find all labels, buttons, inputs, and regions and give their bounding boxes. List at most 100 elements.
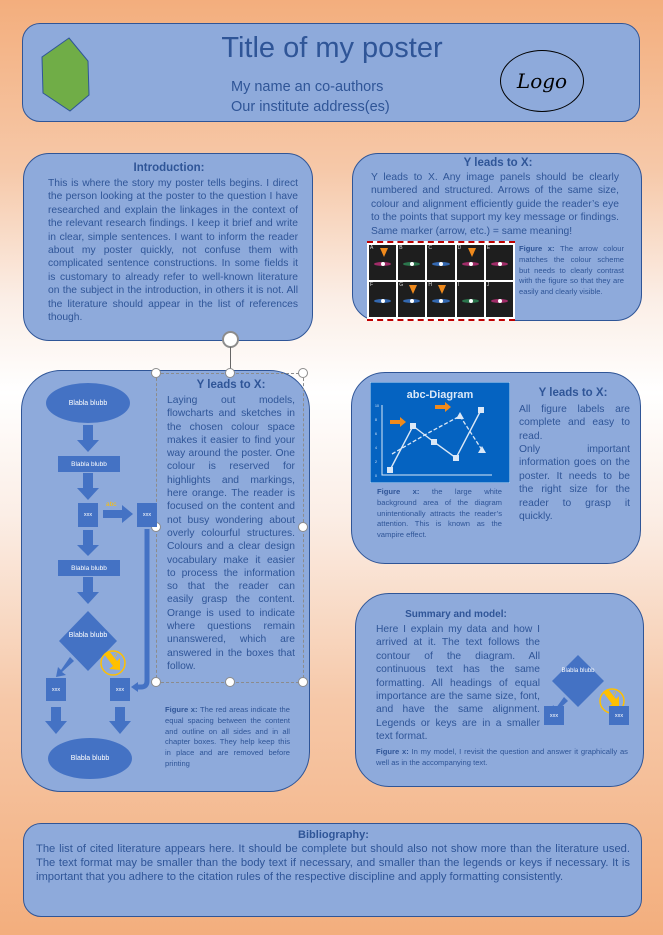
caption-text: The arrow colour matches the colour sche…: [519, 244, 624, 297]
flow-text: Laying out models, flowcharts and sketch…: [167, 395, 295, 672]
diagram-text-1: All figure labels are complete and easy …: [519, 404, 630, 442]
question-circle-icon: [100, 650, 126, 676]
orange-arrow-icon: [438, 285, 447, 294]
resize-handle-mr[interactable]: [298, 522, 308, 532]
arrow-down-icon: [77, 577, 99, 604]
panel-letter: D: [457, 245, 462, 251]
panel-letter: G: [399, 282, 404, 288]
data-point: [456, 412, 464, 419]
flow-rect-1: Blabla blubb: [58, 456, 120, 472]
data-point: [478, 407, 484, 413]
y-tick-label: 0: [375, 474, 377, 478]
caption-text: the large white background area of the d…: [377, 487, 502, 540]
question-mark: ?: [613, 692, 617, 698]
image-panel: F: [369, 282, 397, 317]
flow-caption: Figure x: The red areas indicate the equ…: [165, 705, 290, 770]
summary-small-box: xxx: [609, 706, 629, 725]
y-tick-label: 6: [375, 432, 377, 436]
y-tick-label: 8: [375, 418, 377, 422]
image-panel: D: [456, 245, 484, 280]
y-tick-label: 2: [375, 460, 377, 464]
image-panel: G: [398, 282, 426, 317]
flow-heading: Y leads to X:: [196, 379, 266, 391]
summary-heading: Summary and model:: [405, 609, 507, 620]
panel-letter: F: [370, 282, 374, 288]
bibliography-box: Bibliography: The list of cited literatu…: [23, 823, 642, 917]
series-dashed: [391, 415, 483, 455]
y-tick-label: 4: [375, 446, 377, 450]
panel-letter: I: [457, 282, 459, 288]
flow-ellipse-bottom: Blabla blubb: [48, 738, 132, 779]
poster-title: Title of my poster: [221, 32, 443, 64]
introduction-text: This is where the story my poster tells …: [48, 178, 298, 324]
summary-caption: Figure x: In my model, I revisit the que…: [376, 747, 628, 769]
panel-dot: [410, 299, 415, 303]
image-panel: E: [485, 245, 513, 280]
diagram-caption: Figure x: the large white background are…: [377, 487, 502, 541]
flow-ellipse-top: Blabla blubb: [46, 383, 130, 423]
highlight-arrow-icon: [603, 689, 619, 708]
data-point: [453, 455, 459, 461]
authors: My name an co-authors: [231, 79, 384, 95]
caption-text: In my model, I revisit the question and …: [376, 747, 628, 767]
panel-dot: [497, 299, 502, 303]
bibliography-text: The list of cited literature appears her…: [36, 843, 630, 883]
panels-heading: Y leads to X:: [463, 157, 533, 169]
highlight-arrow-icon: [104, 651, 120, 670]
panel-dot: [410, 262, 415, 266]
panels-text: Y leads to X. Any image panels should be…: [371, 172, 619, 237]
data-point: [387, 467, 393, 473]
data-point: [431, 439, 437, 445]
panel-letter: C: [428, 245, 433, 251]
arrow-label: abc: [106, 501, 117, 508]
diamond-label: Blabla blubb: [68, 632, 108, 639]
resize-handle-tm[interactable]: [225, 368, 235, 378]
logo: Logo: [500, 50, 584, 112]
image-panel: J: [485, 282, 513, 317]
caption-label: Figure x:: [376, 747, 409, 756]
flowchart-box: [21, 370, 310, 792]
introduction-heading: Introduction:: [133, 162, 205, 174]
panel-letter: B: [399, 245, 403, 251]
flow-small-box: xxx: [110, 678, 130, 701]
arrow-down-icon: [77, 530, 99, 556]
diagram-heading: Y leads to X:: [538, 387, 608, 399]
flow-rect-2: Blabla blubb: [58, 560, 120, 576]
orange-arrow-icon: [390, 417, 406, 427]
image-panel: B: [398, 245, 426, 280]
resize-handle-bm[interactable]: [225, 677, 235, 687]
resize-handle-br[interactable]: [298, 677, 308, 687]
arrow-down-icon: [77, 425, 99, 452]
orange-arrow-icon: [467, 248, 476, 257]
panel-dot: [439, 299, 444, 303]
image-panel: H: [427, 282, 455, 317]
introduction-box: Introduction: This is where the story my…: [23, 153, 313, 341]
diamond-shape: [552, 655, 604, 707]
resize-handle-tl[interactable]: [151, 368, 161, 378]
bibliography-heading: Bibliography:: [298, 829, 369, 841]
summary-small-box: xxx: [544, 706, 564, 725]
orange-arrow-icon: [435, 402, 451, 412]
image-panels-box: Y leads to X: Y leads to X. Any image pa…: [352, 153, 642, 321]
panel-letter: H: [428, 282, 433, 288]
panel-dot: [497, 262, 502, 266]
flow-small-box: xxx: [137, 503, 157, 527]
selected-textbox[interactable]: Y leads to X: Laying out models, flowcha…: [156, 373, 304, 683]
arrow-down-icon: [77, 473, 99, 500]
image-panel: C: [427, 245, 455, 280]
resize-handle-bl[interactable]: [151, 677, 161, 687]
panel-dot: [381, 299, 385, 303]
header-box: Title of my poster My name an co-authors…: [22, 23, 640, 122]
arrow-down-icon: [109, 707, 131, 734]
diagram-title: abc-Diagram: [407, 389, 474, 401]
diagram-text-2: Only important information goes on the p…: [519, 444, 630, 523]
institute-address: Our institute address(es): [231, 99, 390, 115]
panel-dot: [439, 262, 444, 266]
flow-small-box: xxx: [46, 678, 66, 701]
arrow-down-left-icon: [56, 657, 74, 677]
rotate-handle-line: [230, 347, 231, 373]
resize-handle-tr[interactable]: [298, 368, 308, 378]
